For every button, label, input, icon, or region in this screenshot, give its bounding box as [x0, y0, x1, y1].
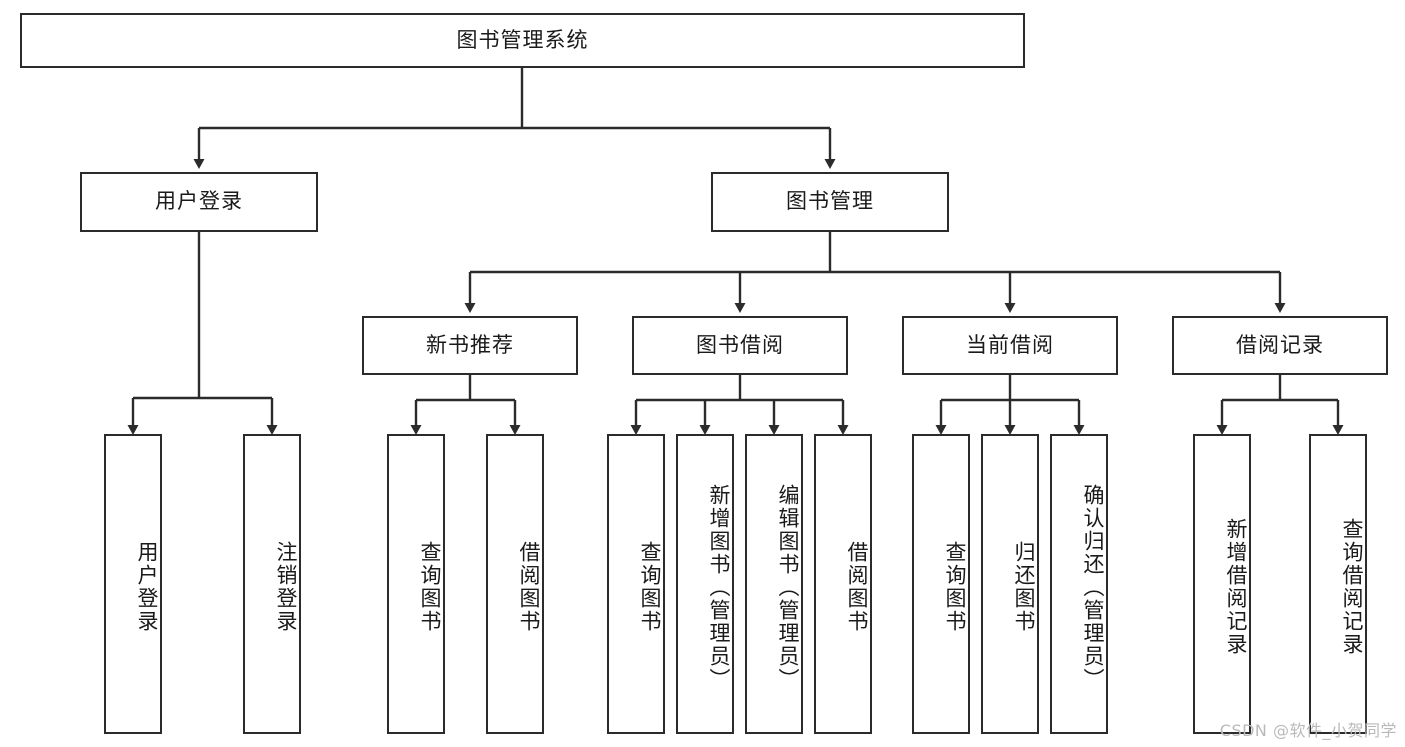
leaf-label: 归还图书: [1012, 541, 1036, 633]
leaf-label: 借阅图书: [845, 541, 869, 633]
leaf-current-borrow-confirm-return[interactable]: 确认归还（管理员）: [1050, 434, 1108, 734]
node-book-management[interactable]: 图书管理: [711, 172, 949, 232]
node-borrow-record[interactable]: 借阅记录: [1172, 316, 1388, 375]
node-new-book-recommend[interactable]: 新书推荐: [362, 316, 578, 375]
leaf-label: 查询图书: [638, 541, 662, 633]
leaf-book-borrow-borrow[interactable]: 借阅图书: [814, 434, 872, 734]
leaf-book-borrow-query[interactable]: 查询图书: [607, 434, 665, 734]
leaf-label: 确认归还（管理员）: [1081, 483, 1105, 691]
leaf-book-borrow-add[interactable]: 新增图书（管理员）: [676, 434, 734, 734]
node-user-login[interactable]: 用户登录: [80, 172, 318, 232]
leaf-label: 查询借阅记录: [1340, 518, 1364, 656]
leaf-label: 注销登录: [274, 541, 298, 633]
leaf-current-borrow-query[interactable]: 查询图书: [912, 434, 970, 734]
leaf-current-borrow-return[interactable]: 归还图书: [981, 434, 1039, 734]
node-root-system[interactable]: 图书管理系统: [20, 13, 1025, 68]
leaf-label: 查询图书: [418, 541, 442, 633]
leaf-label: 借阅图书: [517, 541, 541, 633]
leaf-label: 查询图书: [943, 541, 967, 633]
leaf-borrow-record-query[interactable]: 查询借阅记录: [1309, 434, 1367, 734]
leaf-book-borrow-edit[interactable]: 编辑图书（管理员）: [745, 434, 803, 734]
watermark-text: CSDN @软件_小贺同学: [1219, 721, 1397, 740]
leaf-user-login-login[interactable]: 用户登录: [104, 434, 162, 734]
leaf-label: 新增图书（管理员）: [707, 483, 731, 691]
leaf-new-book-query[interactable]: 查询图书: [387, 434, 445, 734]
leaf-new-book-borrow[interactable]: 借阅图书: [486, 434, 544, 734]
leaf-label: 编辑图书（管理员）: [776, 483, 800, 691]
leaf-label: 新增借阅记录: [1224, 518, 1248, 656]
leaf-label: 用户登录: [135, 541, 159, 633]
leaf-borrow-record-add[interactable]: 新增借阅记录: [1193, 434, 1251, 734]
node-book-borrow[interactable]: 图书借阅: [632, 316, 848, 375]
leaf-user-login-logout[interactable]: 注销登录: [243, 434, 301, 734]
node-current-borrow[interactable]: 当前借阅: [902, 316, 1118, 375]
